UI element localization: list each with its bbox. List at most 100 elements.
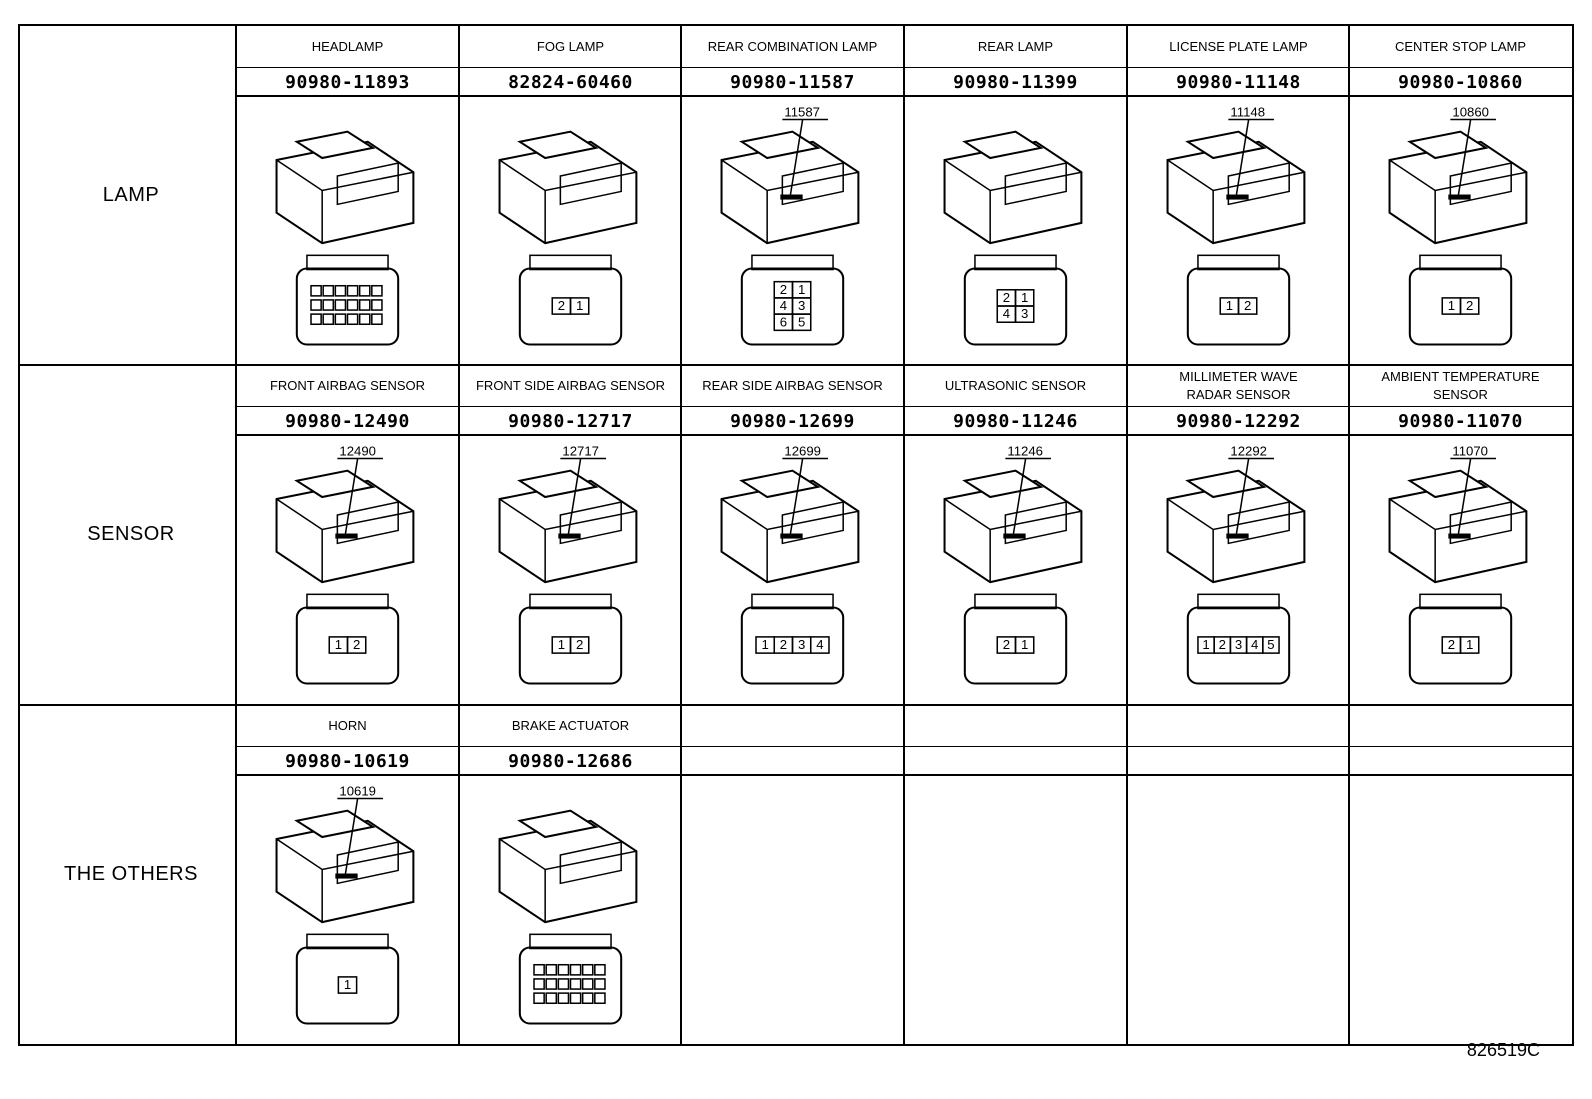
column-divider (680, 26, 682, 1044)
callout-number: 11246 (1007, 443, 1043, 458)
part-number: 90980-11148 (1176, 71, 1301, 93)
pin-number: 3 (798, 298, 805, 313)
pin-cell (1262, 636, 1280, 654)
connector-label: REAR COMBINATION LAMP (707, 38, 878, 54)
pin-number: 1 (344, 977, 351, 992)
callout-number: 12699 (784, 443, 821, 458)
pin-number: 1 (1202, 637, 1209, 652)
part-number: 90980-10860 (1398, 71, 1523, 93)
connector-label: REAR SIDE AIRBAG SENSOR (702, 377, 883, 393)
pin-number: 1 (761, 637, 768, 652)
pin-cell (1237, 297, 1258, 315)
brake-actuator-connector-icon (459, 780, 682, 1040)
callout-number: 11587 (784, 104, 820, 119)
pin-number: 2 (1448, 637, 1455, 652)
part-number: 90980-12292 (1176, 410, 1301, 432)
label-divider (236, 67, 1572, 68)
connector-label: FOG LAMP (536, 38, 605, 54)
pin-number: 1 (335, 637, 342, 652)
pin-cell (809, 636, 830, 654)
connector-label (1349, 705, 1572, 746)
part-number: 90980-11399 (953, 71, 1078, 93)
callout-number: 10619 (339, 783, 376, 798)
pin-number: 2 (558, 298, 565, 313)
connector-label (904, 705, 1127, 746)
callout-number: 12292 (1230, 443, 1267, 458)
part-number: 90980-12686 (508, 750, 633, 772)
column-divider (1126, 26, 1128, 1044)
column-divider (903, 26, 905, 1044)
pin-number: 2 (1466, 298, 1473, 313)
headlamp-connector-icon (236, 101, 459, 361)
pin-cell (569, 297, 590, 315)
pin-number: 4 (816, 637, 823, 652)
pin-number: 2 (353, 637, 360, 652)
part-number: 90980-11893 (285, 71, 410, 93)
part-number: 90980-12490 (285, 410, 410, 432)
pin-number: 2 (1003, 637, 1010, 652)
pin-cell (1014, 636, 1035, 654)
pin-number: 4 (1251, 637, 1258, 652)
pin-number: 1 (1021, 637, 1028, 652)
part-divider (236, 774, 1572, 776)
pin-cell (1459, 297, 1480, 315)
connector-label: REAR LAMP (977, 38, 1054, 54)
connector-label: HORN (328, 717, 367, 733)
part-number: 82824-60460 (508, 71, 633, 93)
category-sensor: SENSOR (87, 523, 175, 545)
pin-cell (791, 313, 812, 332)
column-divider (458, 26, 460, 1044)
connector-label: FRONT AIRBAG SENSOR (269, 377, 426, 393)
pin-number: 5 (1267, 637, 1274, 652)
pin-cell (337, 976, 358, 994)
connector-label (681, 705, 904, 746)
connector-label: CENTER STOP LAMP (1395, 38, 1526, 54)
pin-number: 3 (798, 637, 805, 652)
pin-number: 5 (798, 314, 805, 329)
part-number: 90980-11246 (953, 410, 1078, 432)
pin-number: 1 (558, 637, 565, 652)
pin-cell (346, 636, 367, 654)
pin-number: 2 (576, 637, 583, 652)
row-divider (20, 364, 1572, 366)
pin-number: 2 (1244, 298, 1251, 313)
pin-number: 1 (798, 282, 805, 297)
pin-number: 1 (1448, 298, 1455, 313)
pin-number: 2 (780, 282, 787, 297)
pin-number: 2 (780, 637, 787, 652)
category-the-others: THE OTHERS (64, 863, 198, 885)
connector-label: LICENSE PLATE LAMP (1169, 38, 1308, 54)
pin-number: 1 (1021, 290, 1028, 305)
label-divider (236, 746, 1572, 747)
category-lamp: LAMP (102, 184, 160, 206)
column-divider (235, 26, 237, 1044)
callout-number: 11148 (1230, 104, 1265, 119)
horn-connector-icon: 10619 1 (236, 780, 459, 1040)
part-number (1349, 747, 1572, 775)
pin-number: 3 (1235, 637, 1242, 652)
connector-label: AMBIENT TEMPERATURE SENSOR (1381, 368, 1540, 402)
part-number: 90980-12717 (508, 410, 633, 432)
callout-number: 12717 (562, 443, 599, 458)
callout-number: 10860 (1452, 104, 1489, 119)
part-number: 90980-11070 (1398, 410, 1523, 432)
part-number: 90980-11587 (730, 71, 855, 93)
column-divider (1348, 26, 1350, 1044)
pin-cell (569, 636, 590, 654)
part-number (1127, 747, 1350, 775)
part-divider (236, 95, 1572, 97)
connector-label: FRONT SIDE AIRBAG SENSOR (475, 377, 666, 393)
pin-number: 6 (780, 314, 787, 329)
row-divider (20, 704, 1572, 706)
part-number (681, 747, 904, 775)
